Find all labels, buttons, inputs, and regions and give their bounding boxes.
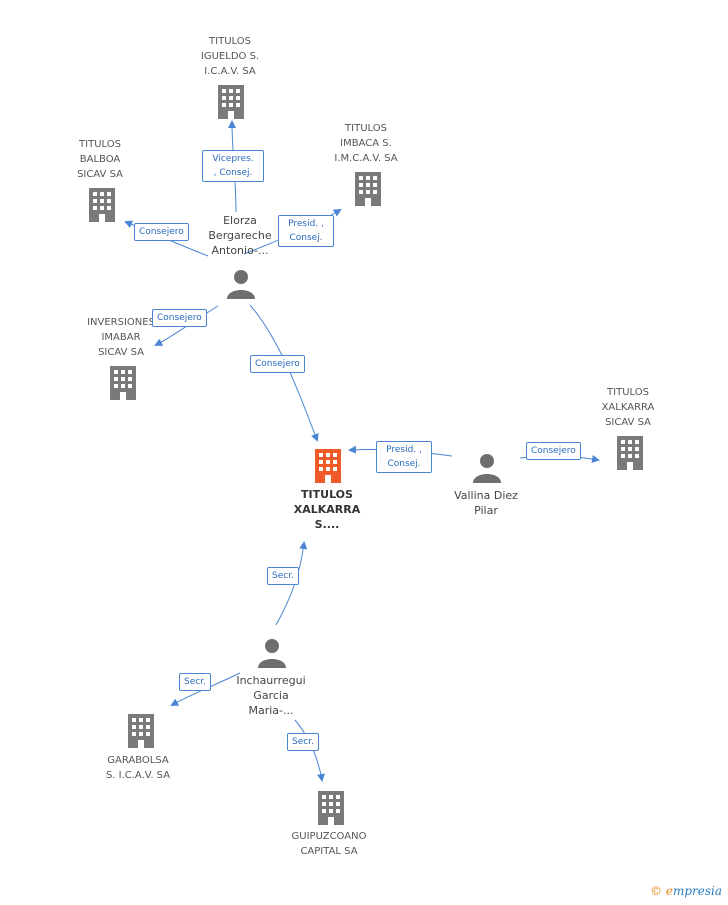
node-guipuzcoano[interactable]: GUIPUZCOANO CAPITAL SA [291, 831, 367, 857]
brand-name: mpresia [672, 884, 722, 898]
relation-secr-garabolsa: Secr. [179, 673, 211, 691]
node-elorza[interactable]: Elorza Bergareche Antonio-... [208, 214, 272, 257]
brand-initial: e [665, 884, 673, 898]
copyright-icon: © [650, 884, 662, 898]
brand-logo: © empresia [650, 884, 722, 898]
relation-secr-guipuzcoano: Secr. [287, 733, 319, 751]
building-icon [355, 172, 381, 206]
building-icon [218, 85, 244, 119]
person-icon [227, 270, 255, 299]
person-icon [473, 454, 501, 483]
node-titulos-igueldo[interactable]: TITULOS IGUELDO S. I.C.A.V. SA [200, 36, 260, 77]
node-inversiones-imabar[interactable]: INVERSIONES IMABAR SICAV SA [87, 317, 155, 358]
node-titulos-balboa[interactable]: TITULOS BALBOA SICAV SA [77, 139, 123, 180]
node-titulos-xalkarra-sicav[interactable]: TITULOS XALKARRA SICAV SA [601, 387, 655, 428]
relation-consejero-xalkarra: Consejero [526, 442, 581, 460]
building-icon [110, 366, 136, 400]
building-icon [318, 791, 344, 825]
person-icon [258, 639, 286, 668]
node-titulos-imbaca[interactable]: TITULOS IMBACA S. I.M.C.A.V. SA [334, 123, 398, 164]
edge-inchaurregui-center [275, 541, 308, 626]
building-icon [128, 714, 154, 748]
relation-consejero-imabar: Consejero [152, 309, 207, 327]
relation-presid-imbaca: Presid. , Consej. [278, 215, 334, 247]
node-garabolsa[interactable]: GARABOLSA S. I.C.A.V. SA [105, 755, 171, 781]
relation-consejero-balboa: Consejero [134, 223, 189, 241]
relation-vicepres: Vicepres. , Consej. [202, 150, 264, 182]
building-icon [315, 449, 341, 483]
node-inchaurregui[interactable]: Inchaurregui Garcia Maria-... [236, 674, 306, 717]
building-icon [617, 436, 643, 470]
node-vallina[interactable]: Vallina Diez Pilar [454, 489, 518, 517]
relation-consejero-center: Consejero [250, 355, 305, 373]
relation-presid-center: Presid. , Consej. [376, 441, 432, 473]
relation-secr-center: Secr. [267, 567, 299, 585]
node-titulos-xalkarra-center[interactable]: TITULOS XALKARRA S.... [293, 488, 361, 531]
building-icon [89, 188, 115, 222]
